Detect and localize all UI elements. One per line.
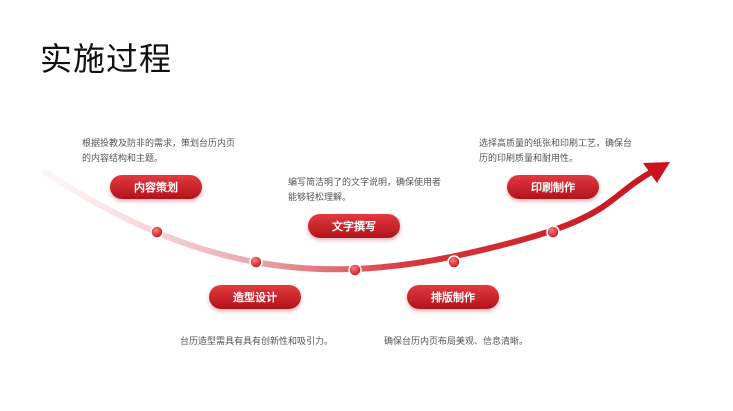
step-label-pill: 造型设计 <box>209 285 301 309</box>
page-title: 实施过程 <box>40 40 173 78</box>
step-description: 根据投教及防非的需求，策划台历内页的内容结构和主题。 <box>82 139 236 164</box>
milestone-dot <box>150 225 164 239</box>
milestone-dot <box>447 255 461 269</box>
step-description: 编写简洁明了的文字说明，确保使用者能够轻松理解。 <box>288 178 442 203</box>
step-label-pill: 内容策划 <box>110 175 202 199</box>
step-label-pill: 排版制作 <box>407 285 499 309</box>
step-description: 确保台历内页布局美观、信息清晰。 <box>383 337 528 347</box>
milestone-dot <box>546 225 560 239</box>
arrow-head-icon <box>643 162 670 183</box>
step-label-pill: 印刷制作 <box>507 175 599 199</box>
milestone-dot <box>249 255 263 269</box>
step-description: 台历造型需具有具有创新性和吸引力。 <box>180 337 334 347</box>
step-label-pill: 文字撰写 <box>308 214 400 238</box>
milestone-dots <box>150 225 560 277</box>
step-description: 选择高质量的纸张和印刷工艺，确保台历的印刷质量和耐用性。 <box>479 139 633 164</box>
milestone-dot <box>348 263 362 277</box>
